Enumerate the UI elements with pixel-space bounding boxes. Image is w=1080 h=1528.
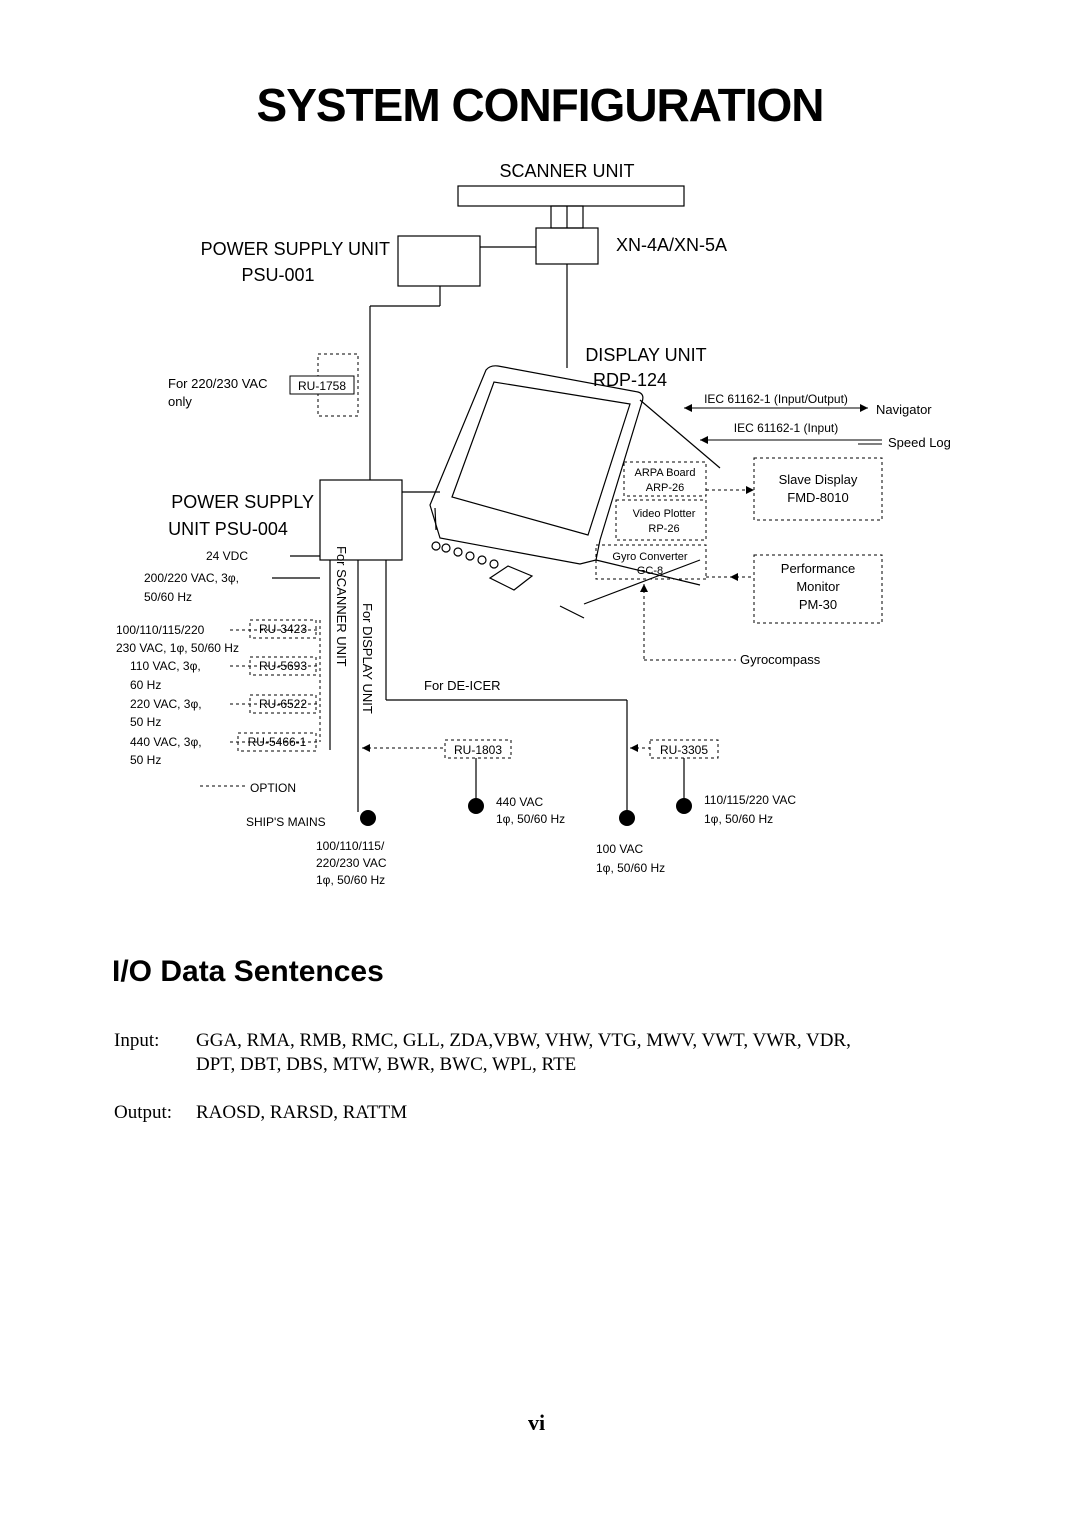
mains-label-1: 100/110/115/	[316, 839, 385, 853]
ru-1758-option	[317, 353, 359, 417]
ru-1803-option	[444, 739, 512, 759]
io-heading: I/O Data Sentences	[112, 955, 384, 988]
ships-mains-terminal	[360, 810, 376, 826]
display-model-label: RDP-124	[593, 370, 667, 390]
ru-5466-label: RU-5466-1	[248, 735, 307, 749]
mains-100-terminal	[619, 810, 635, 826]
gyrocompass-label: Gyrocompass	[740, 652, 821, 667]
system-diagram: SCANNER UNIT XN-4A/XN-5A POWER SUPPLY UN…	[116, 161, 951, 887]
for-deicer-label: For DE-ICER	[424, 678, 501, 693]
v100-label-2: 230 VAC, 1φ, 50/60 Hz	[116, 641, 239, 655]
v220-label-1: 220 VAC, 3φ,	[130, 697, 202, 711]
scanner-gearbox	[535, 227, 599, 265]
ru-3423-option	[249, 619, 317, 639]
ru-5466-option	[237, 732, 317, 752]
ru-1803-label: RU-1803	[454, 743, 502, 757]
page-number: vi	[528, 1410, 546, 1435]
ru-1758-label: RU-1758	[298, 379, 346, 393]
perf-label-2: Monitor	[796, 579, 840, 594]
v110-label-2: 60 Hz	[130, 678, 161, 692]
mains-label-3: 1φ, 50/60 Hz	[316, 873, 385, 887]
io-output-row: Output: RAOSD, RARSD, RATTM	[114, 1102, 994, 1128]
io-output-value: RAOSD, RARSD, RATTM	[196, 1102, 408, 1123]
vp-label-2: RP-26	[648, 523, 679, 535]
speed-log-label: Speed Log	[888, 435, 951, 450]
vac200-label-2: 50/60 Hz	[144, 590, 192, 604]
video-plotter-box	[615, 499, 707, 541]
io-output-label: Output:	[114, 1102, 173, 1123]
perf-label-3: PM-30	[799, 597, 837, 612]
psu-001-box	[397, 235, 481, 287]
slave-display-box	[753, 457, 883, 521]
s100-label-2: 1φ, 50/60 Hz	[596, 861, 665, 875]
for-scanner-label: For SCANNER UNIT	[334, 546, 349, 667]
scanner-unit-label: SCANNER UNIT	[499, 161, 634, 181]
s100-label-1: 100 VAC	[596, 842, 643, 856]
arpa-label-1: ARPA Board	[635, 467, 696, 479]
performance-monitor-box	[753, 554, 883, 624]
psu1-label: POWER SUPPLY UNIT	[201, 239, 390, 259]
arpa-label-2: ARP-26	[646, 482, 685, 494]
arpa-board-box	[623, 461, 707, 497]
vdc24-label: 24 VDC	[206, 549, 248, 563]
s440-label-2: 1φ, 50/60 Hz	[496, 812, 565, 826]
iec-io-label: IEC 61162-1 (Input/Output)	[704, 392, 848, 406]
s110-label-1: 110/115/220 VAC	[704, 793, 796, 807]
io-input-label: Input:	[114, 1030, 160, 1051]
ru-3305-label: RU-3305	[660, 743, 708, 757]
perf-label-1: Performance	[781, 561, 855, 576]
s440-label-1: 440 VAC	[496, 795, 543, 809]
mains-label-2: 220/230 VAC	[316, 856, 387, 870]
ru-6522-label: RU-6522	[259, 697, 307, 711]
io-input-row: Input: GGA, RMA, RMB, RMC, GLL, ZDA,VBW,…	[114, 1030, 994, 1080]
io-input-line-2: DPT, DBT, DBS, MTW, BWR, BWC, WPL, RTE	[196, 1054, 577, 1075]
scanner-antenna	[457, 185, 685, 207]
mains-110-terminal	[676, 798, 692, 814]
vac200-label-1: 200/220 VAC, 3φ,	[144, 571, 239, 585]
ships-mains-label: SHIP'S MAINS	[246, 815, 326, 829]
display-unit-outline	[429, 365, 644, 565]
v100-label-1: 100/110/115/220	[116, 623, 205, 637]
ru-5693-label: RU-5693	[259, 659, 307, 673]
gyro-label-1: Gyro Converter	[612, 551, 688, 563]
scanner-model-label: XN-4A/XN-5A	[616, 235, 727, 255]
navigator-label: Navigator	[876, 402, 932, 417]
psu4-label: POWER SUPPLY	[171, 492, 314, 512]
psu-004-box	[319, 479, 403, 561]
vp-label-1: Video Plotter	[633, 508, 696, 520]
page-title: SYSTEM CONFIGURATION	[256, 79, 825, 131]
v440-label-1: 440 VAC, 3φ,	[130, 735, 202, 749]
ru-5693-option	[249, 656, 317, 676]
psu4-model: UNIT PSU-004	[168, 519, 288, 539]
only-label: only	[168, 394, 192, 409]
display-unit-label: DISPLAY UNIT	[585, 345, 706, 365]
ru-6522-option	[249, 694, 317, 714]
mains-440-terminal	[468, 798, 484, 814]
for-220-label: For 220/230 VAC	[168, 376, 267, 391]
gyro-label-2: GC-8	[637, 565, 663, 577]
psu1-model: PSU-001	[241, 265, 314, 285]
option-label: OPTION	[250, 781, 296, 795]
io-input-line-1: GGA, RMA, RMB, RMC, GLL, ZDA,VBW, VHW, V…	[196, 1030, 851, 1051]
s110-label-2: 1φ, 50/60 Hz	[704, 812, 773, 826]
slave-label-2: FMD-8010	[787, 490, 848, 505]
slave-label-1: Slave Display	[779, 472, 858, 487]
iec-in-label: IEC 61162-1 (Input)	[734, 421, 839, 435]
for-display-label: For DISPLAY UNIT	[360, 603, 375, 714]
gyro-converter-box	[595, 544, 707, 580]
v220-label-2: 50 Hz	[130, 715, 161, 729]
ru-3305-option	[649, 739, 719, 759]
v110-label-1: 110 VAC, 3φ,	[130, 659, 201, 673]
v440-label-2: 50 Hz	[130, 753, 161, 767]
ru-3423-label: RU-3423	[259, 622, 307, 636]
